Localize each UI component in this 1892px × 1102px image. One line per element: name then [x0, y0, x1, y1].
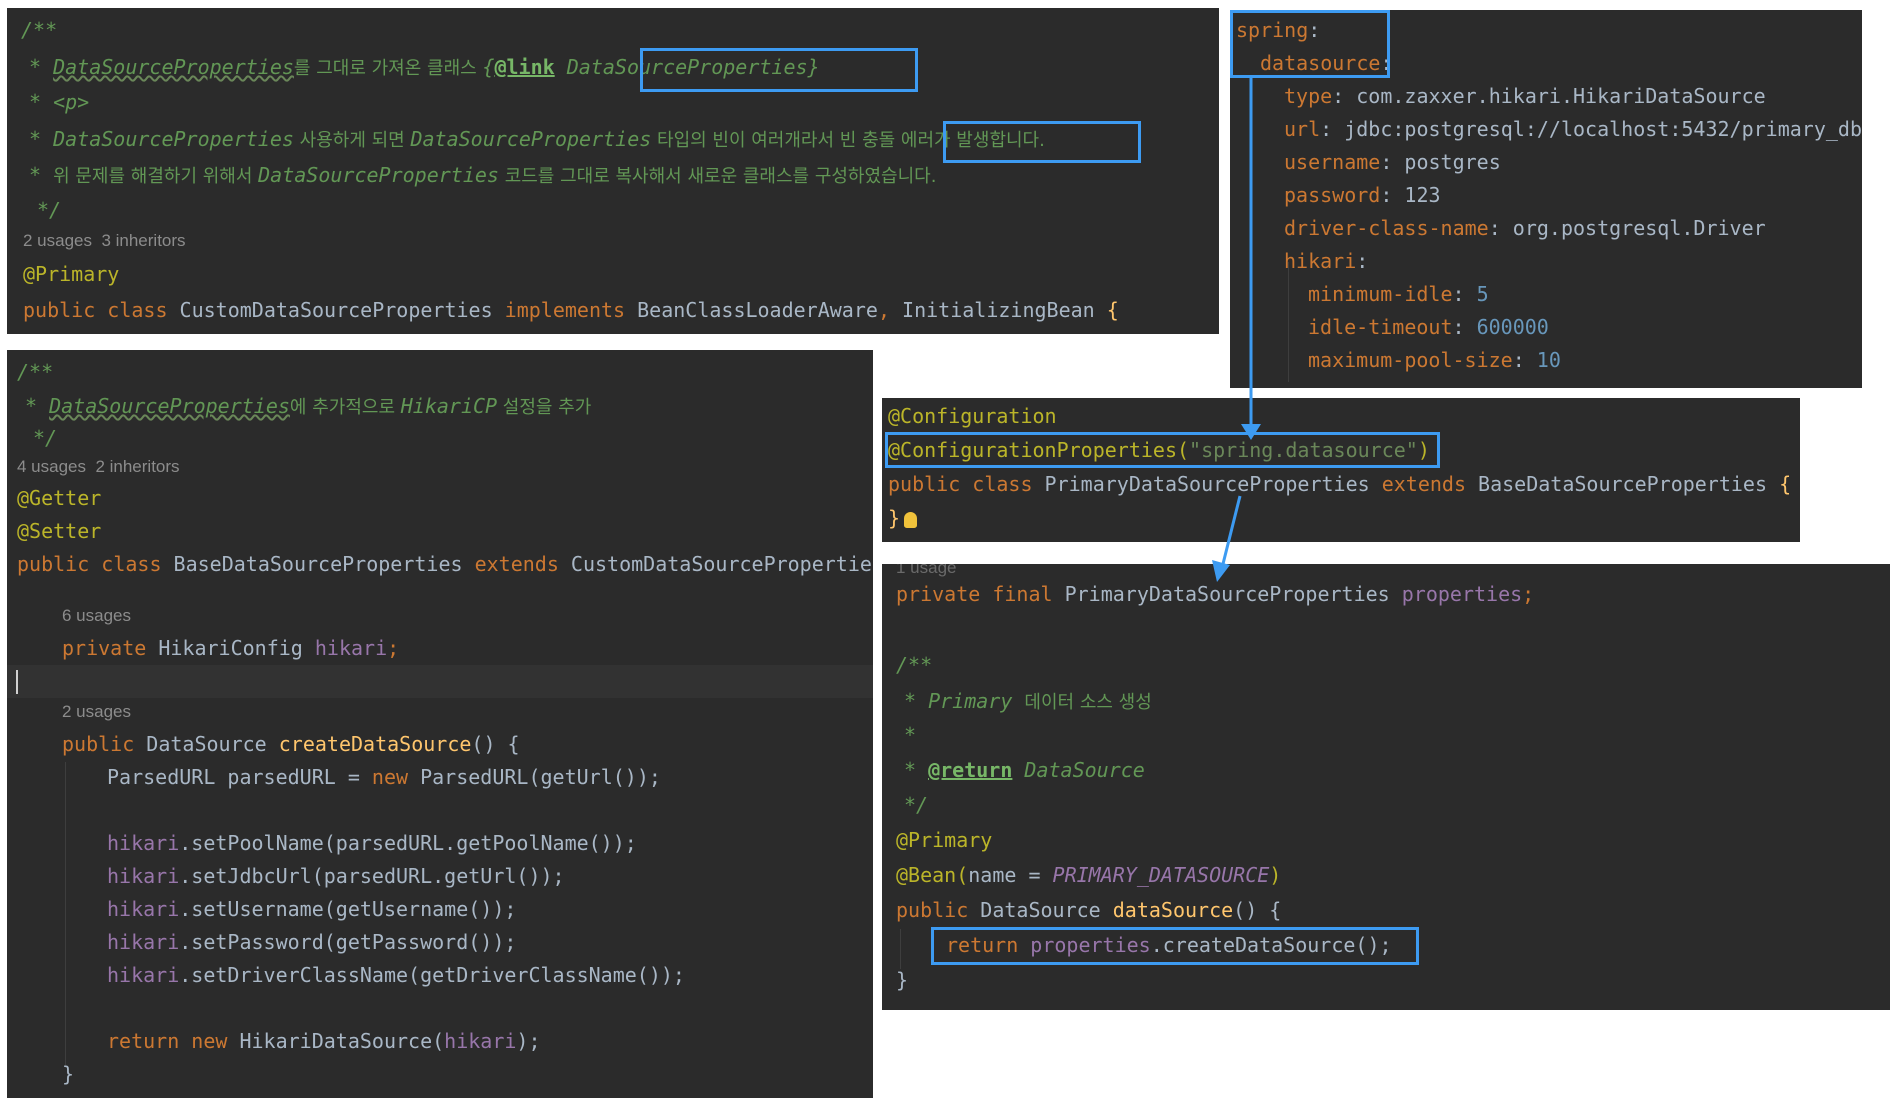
return-create-datasource-line: return properties.createDataSource();	[946, 933, 1392, 957]
primary-annotation: @Primary	[896, 828, 993, 852]
datasource-method-signature: public DataSource dataSource() {	[896, 898, 1282, 922]
usages-hint[interactable]: 1 usage	[896, 564, 957, 577]
javadoc-close: */	[904, 793, 929, 817]
usages-hint[interactable]: 4 usages 2 inheritors	[17, 457, 180, 476]
javadoc-line-1: * Primary 데이터 소스 생성	[904, 689, 1152, 713]
lightbulb-icon[interactable]	[904, 511, 918, 528]
highlight-box-spring-datasource	[1230, 10, 1390, 78]
yaml-panel-application-config: spring: datasource: type: com.zaxxer.hik…	[1230, 10, 1862, 388]
code-panel-base-datasource-properties: /** * DataSourceProperties에 추가적으로 Hikari…	[7, 350, 873, 1098]
set-username-line: hikari.setUsername(getUsername());	[107, 897, 517, 921]
getter-annotation: @Getter	[17, 486, 102, 510]
set-jdbc-url-line: hikari.setJdbcUrl(parsedURL.getUrl());	[107, 864, 565, 888]
javadoc-return: * @return DataSource	[904, 758, 1145, 782]
yaml-type: type: com.zaxxer.hikari.HikariDataSource	[1284, 84, 1766, 108]
yaml-maximum-pool-size: maximum-pool-size: 10	[1308, 348, 1561, 372]
highlight-box-link-target	[640, 48, 918, 92]
method-close-brace: }	[62, 1062, 75, 1086]
current-line-highlight	[7, 665, 873, 698]
field-usages-hint[interactable]: 6 usages	[62, 606, 131, 625]
yaml-idle-timeout: idle-timeout: 600000	[1308, 315, 1549, 339]
hikari-field: private HikariConfig hikari;	[62, 636, 400, 660]
class-declaration: public class CustomDataSourceProperties …	[23, 298, 1119, 322]
text-cursor	[16, 670, 18, 694]
javadoc-close: */	[33, 426, 58, 450]
setter-annotation: @Setter	[17, 519, 102, 543]
configuration-annotation: @Configuration	[888, 404, 1057, 428]
highlight-box-return-statement	[931, 927, 1419, 965]
highlight-box-configuration-properties	[885, 432, 1440, 468]
yaml-spring-key: spring:	[1236, 18, 1321, 42]
indent-guide	[900, 929, 901, 969]
configuration-properties-annotation: @ConfigurationProperties("spring.datasou…	[888, 438, 1430, 462]
yaml-hikari-key: hikari:	[1284, 249, 1369, 273]
yaml-password: password: 123	[1284, 183, 1441, 207]
set-driver-class-name-line: hikari.setDriverClassName(getDriverClass…	[107, 963, 685, 987]
code-panel-primary-datasource-properties: @Configuration @ConfigurationProperties(…	[882, 398, 1800, 542]
parsed-url-line: ParsedURL parsedURL = new ParsedURL(getU…	[107, 765, 661, 789]
class-declaration: public class BaseDataSourceProperties ex…	[17, 552, 873, 576]
javadoc-line-2: * <p>	[29, 90, 90, 114]
return-hikari-datasource-line: return new HikariDataSource(hikari);	[107, 1029, 541, 1053]
yaml-username: username: postgres	[1284, 150, 1501, 174]
javadoc-star: *	[904, 723, 917, 747]
class-declaration: public class PrimaryDataSourceProperties…	[888, 472, 1792, 496]
indent-guide	[65, 762, 66, 1067]
javadoc-open: /**	[21, 18, 58, 42]
create-datasource-signature: public DataSource createDataSource() {	[62, 732, 520, 756]
yaml-url: url: jdbc:postgresql://localhost:5432/pr…	[1284, 117, 1862, 141]
class-close-brace: }	[888, 506, 1800, 530]
code-panel-datasource-bean: 1 usage private final PrimaryDataSourceP…	[882, 564, 1890, 1010]
indent-guide	[1288, 262, 1289, 382]
javadoc-line-1: * DataSourceProperties에 추가적으로 HikariCP 설…	[25, 394, 592, 418]
highlight-box-bean-conflict	[943, 121, 1141, 163]
usages-hint[interactable]: 2 usages 3 inheritors	[23, 231, 186, 250]
yaml-driver-class-name: driver-class-name: org.postgresql.Driver	[1284, 216, 1766, 240]
javadoc-close: */	[37, 198, 62, 222]
javadoc-line-1: * DataSourceProperties를 그대로 가져온 클래스 {@li…	[29, 55, 820, 79]
javadoc-open: /**	[896, 653, 933, 677]
bean-annotation: @Bean(name = PRIMARY_DATASOURCE)	[896, 863, 1282, 887]
javadoc-open: /**	[17, 360, 54, 384]
method-usages-hint[interactable]: 2 usages	[62, 702, 131, 721]
yaml-minimum-idle: minimum-idle: 5	[1308, 282, 1489, 306]
properties-field: private final PrimaryDataSourcePropertie…	[896, 582, 1535, 606]
primary-annotation: @Primary	[23, 262, 120, 286]
set-password-line: hikari.setPassword(getPassword());	[107, 930, 517, 954]
javadoc-line-3: * DataSourceProperties 사용하게 되면 DataSourc…	[29, 127, 1045, 151]
javadoc-line-4: * 위 문제를 해결하기 위해서 DataSourceProperties 코드…	[29, 163, 937, 187]
code-panel-custom-datasource-properties: /** * DataSourceProperties를 그대로 가져온 클래스 …	[7, 8, 1219, 334]
set-pool-name-line: hikari.setPoolName(parsedURL.getPoolName…	[107, 831, 637, 855]
method-close-brace: }	[896, 968, 909, 992]
